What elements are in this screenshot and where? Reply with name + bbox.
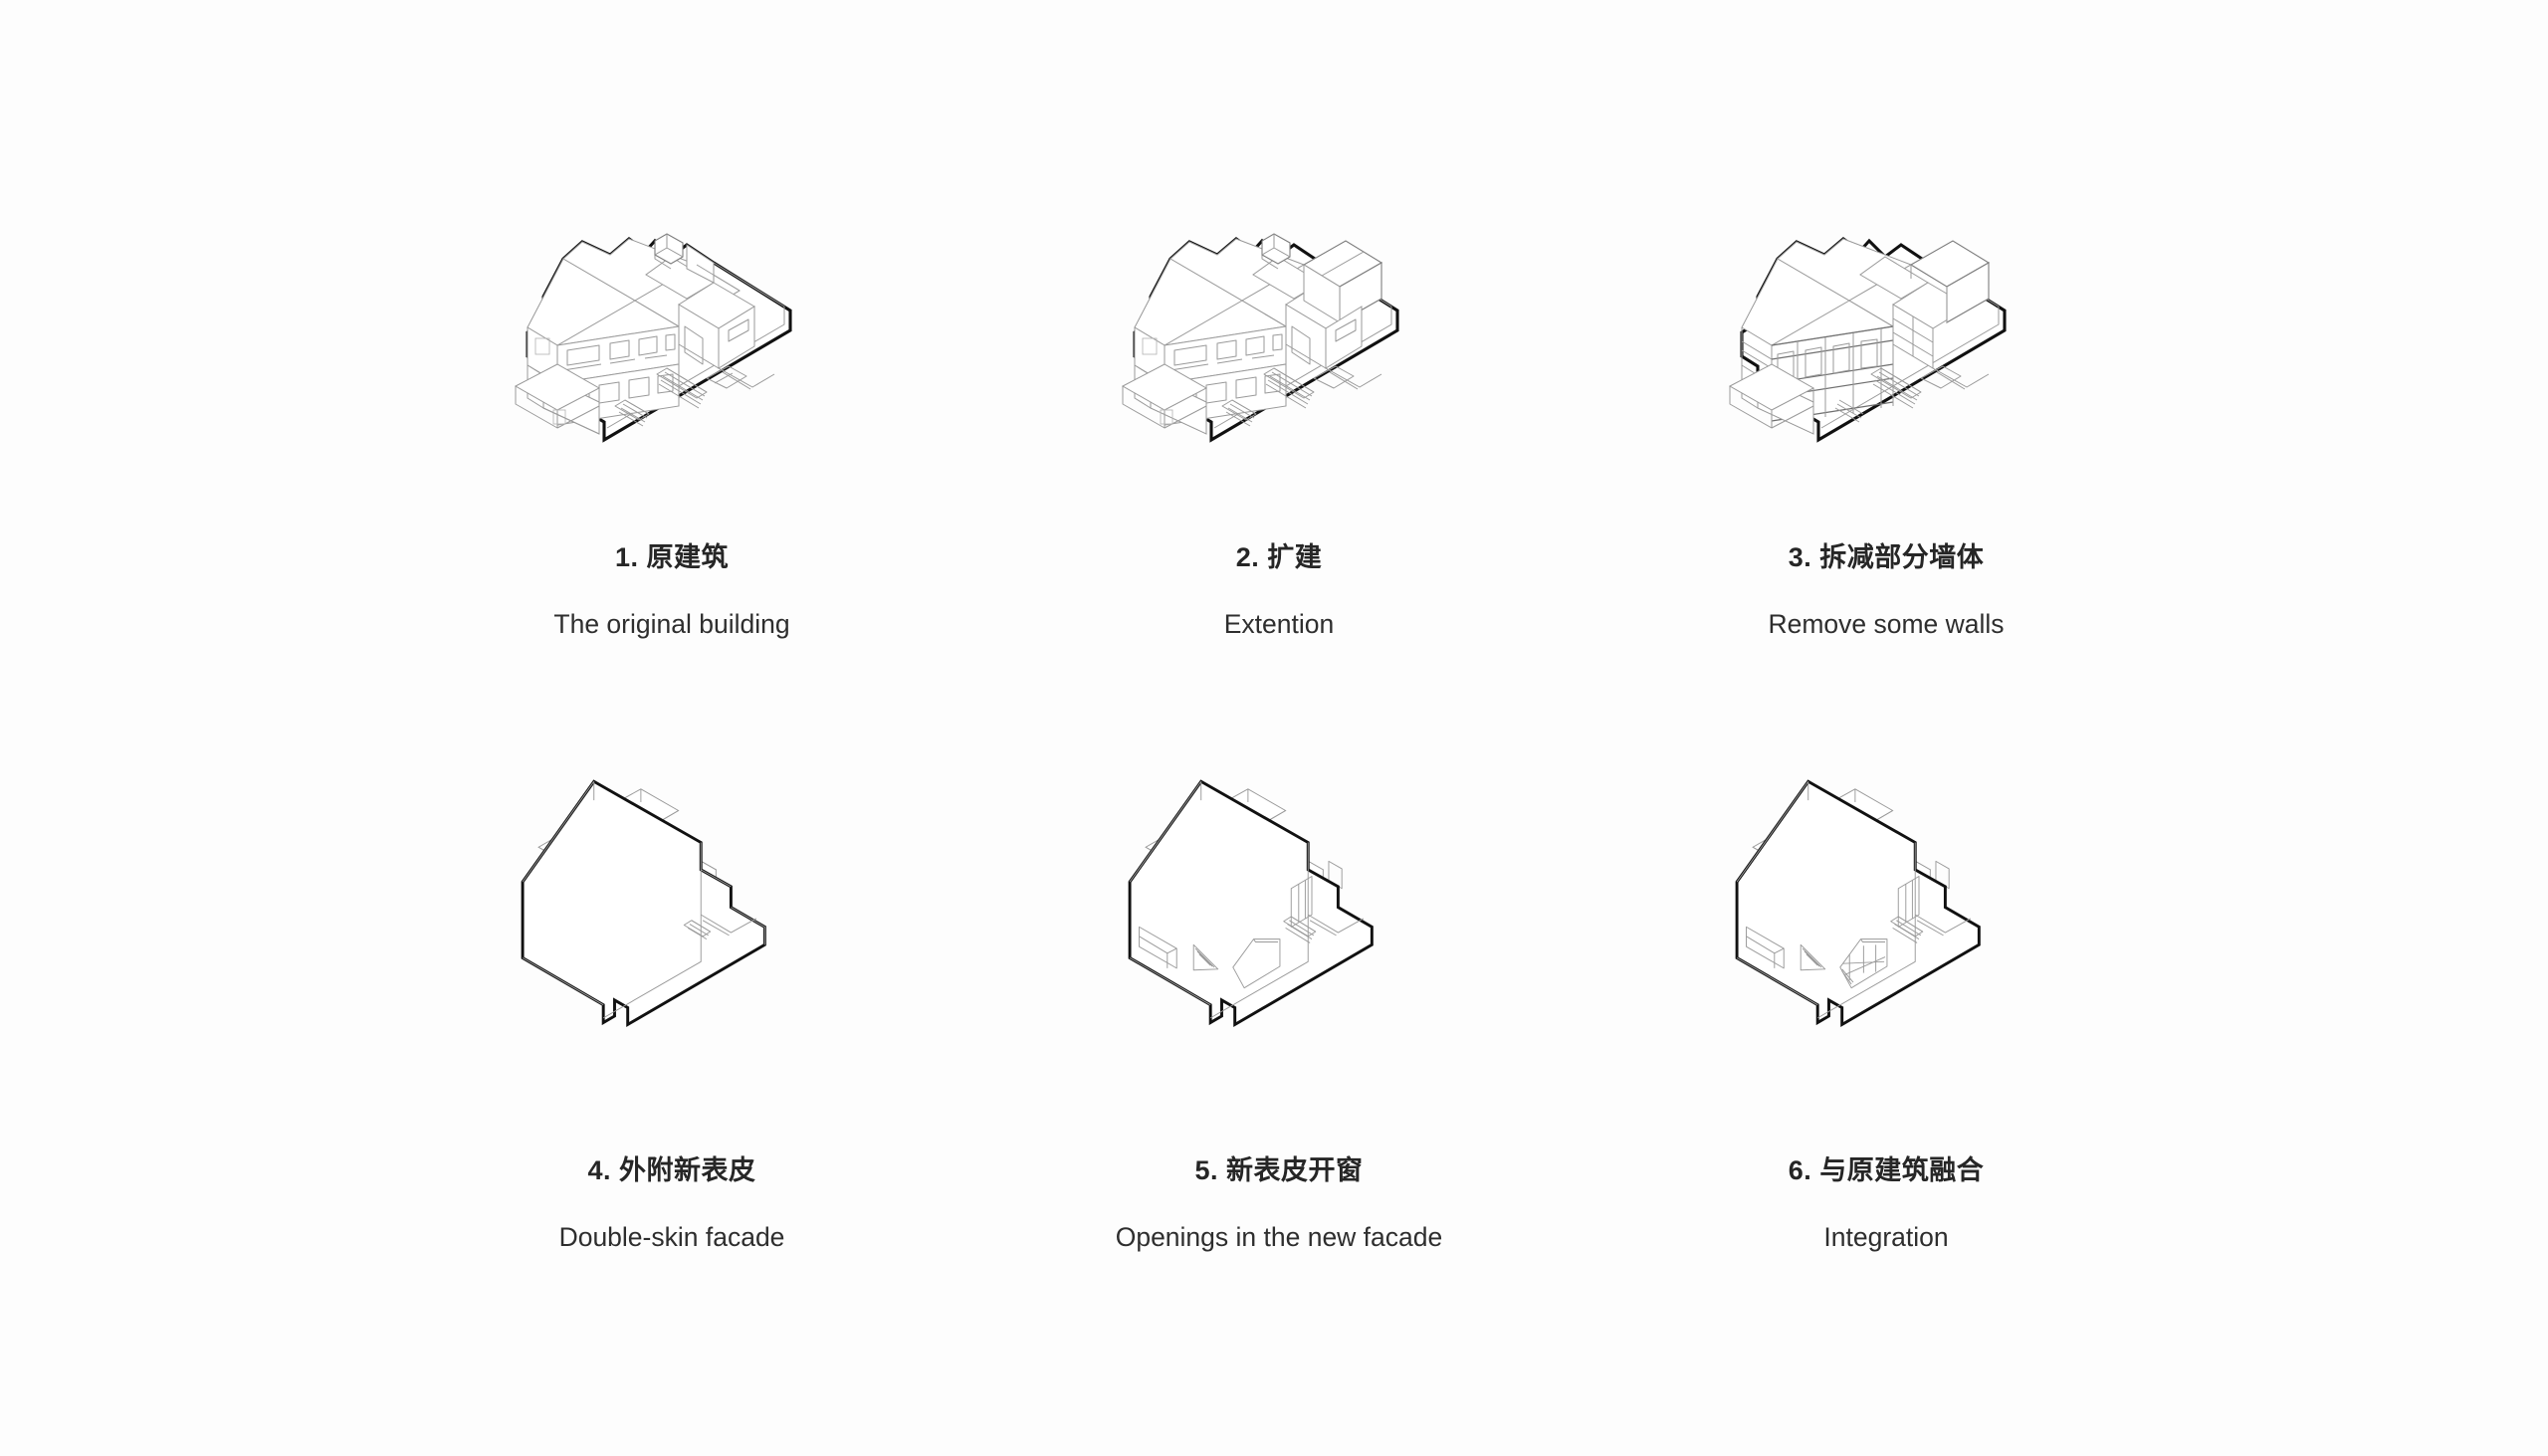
caption-block-4: 4. 外附新表皮 Double-skin facade — [368, 1154, 975, 1254]
porch-1 — [514, 363, 601, 435]
diagram-cell-6: 6. 与原建筑融合 Integration — [1583, 736, 2190, 1363]
axon-remove-walls — [1583, 179, 2190, 508]
opening-triangle-6 — [1800, 943, 1826, 971]
caption-en-4: Double-skin facade — [558, 1222, 785, 1253]
chimney-1 — [654, 233, 684, 265]
new-skin-4 — [521, 779, 766, 1027]
caption-en-2: Extention — [1223, 609, 1335, 640]
caption-cn-3: 3. 拆减部分墙体 — [1788, 542, 1985, 572]
caption-block-1: 1. 原建筑 The original building — [368, 541, 975, 641]
caption-en-6: Integration — [1823, 1222, 1949, 1253]
caption-block-3: 3. 拆减部分墙体 Remove some walls — [1583, 541, 2190, 641]
caption-block-2: 2. 扩建 Extention — [975, 541, 1583, 641]
ramp-edge-3 — [1932, 367, 1990, 390]
door-opening-6 — [1897, 876, 1920, 928]
entry-steps-5 — [1283, 914, 1365, 943]
door-opening-5 — [1290, 876, 1313, 928]
new-skin-6 — [1735, 779, 1981, 1027]
opening-pentagon-5 — [1232, 938, 1281, 989]
caption-en-5: Openings in the new facade — [1115, 1222, 1443, 1253]
diagram-cell-3: 3. 拆减部分墙体 Remove some walls — [1583, 179, 2190, 736]
axon-integration — [1583, 736, 2190, 1085]
entry-steps-1 — [614, 365, 747, 427]
caption-cn-4: 4. 外附新表皮 — [587, 1155, 756, 1185]
caption-cn-1: 1. 原建筑 — [614, 542, 730, 572]
axon-original-building — [368, 179, 975, 508]
diagram-cell-4: 4. 外附新表皮 Double-skin facade — [368, 736, 975, 1363]
right-wing-1 — [678, 304, 755, 369]
caption-cn-6: 6. 与原建筑融合 — [1788, 1155, 1985, 1185]
extension-volume-3 — [1909, 240, 1991, 323]
diagram-cell-5: 5. 新表皮开窗 Openings in the new facade — [975, 736, 1583, 1363]
window-pentagon-glazed-6 — [1839, 938, 1888, 989]
right-wing-2 — [1285, 304, 1363, 369]
caption-en-3: Remove some walls — [1768, 609, 2005, 640]
entry-steps-6 — [1890, 914, 1972, 943]
diagram-grid: 1. 原建筑 The original building — [368, 179, 2190, 1363]
caption-cn-2: 2. 扩建 — [1235, 542, 1323, 572]
axon-extension — [975, 179, 1583, 508]
opening-triangle-5 — [1192, 943, 1219, 971]
window-rectangle-6 — [1746, 926, 1785, 969]
chimney-2 — [1261, 233, 1291, 265]
ramp-edge-1 — [718, 367, 775, 390]
diagram-cell-2: 2. 扩建 Extention — [975, 179, 1583, 736]
caption-block-5: 5. 新表皮开窗 Openings in the new facade — [975, 1154, 1583, 1254]
caption-cn-5: 5. 新表皮开窗 — [1194, 1155, 1364, 1185]
opening-rectangle-5 — [1139, 926, 1177, 969]
axon-openings — [975, 736, 1583, 1085]
porch-3 — [1728, 363, 1815, 435]
porch-2 — [1121, 363, 1208, 435]
caption-en-1: The original building — [553, 609, 790, 640]
axon-double-skin-facade — [368, 736, 975, 1085]
ramp-edge-2 — [1325, 367, 1382, 390]
diagram-cell-1: 1. 原建筑 The original building — [368, 179, 975, 736]
new-skin-5 — [1128, 779, 1374, 1027]
caption-block-6: 6. 与原建筑融合 Integration — [1583, 1154, 2190, 1254]
